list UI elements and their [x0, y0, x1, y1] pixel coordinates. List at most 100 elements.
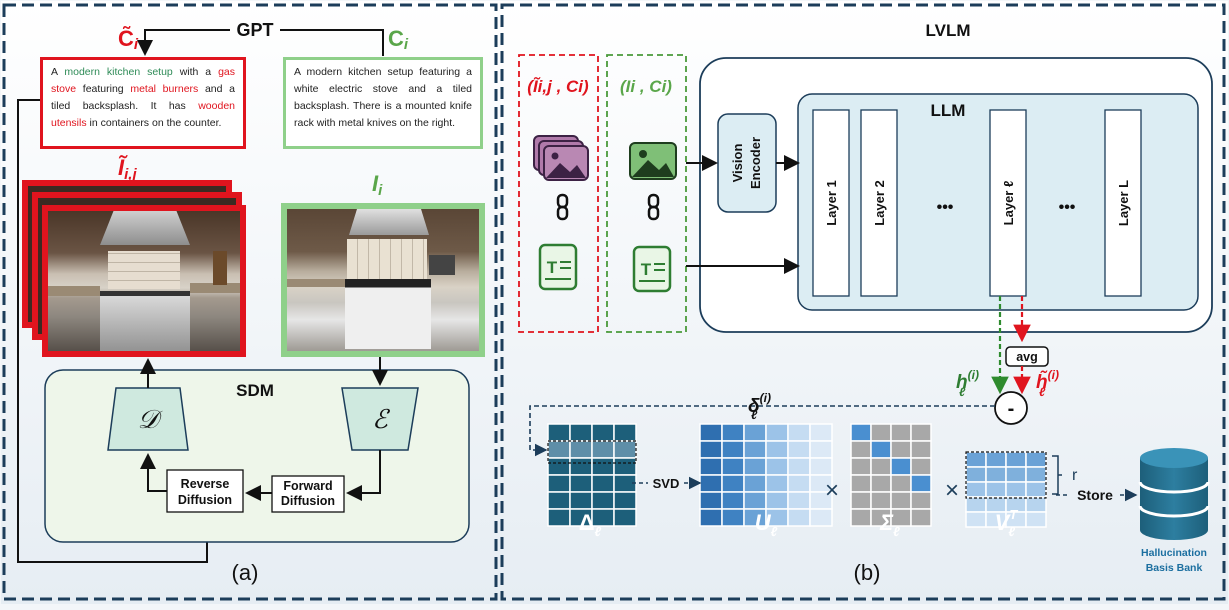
- delta-matrix-label: Δℓ: [579, 510, 602, 539]
- chain-link-icon: [647, 193, 660, 221]
- matrix-cell: [965, 511, 987, 528]
- delta-matrix: [547, 423, 637, 527]
- svg-text:T: T: [641, 260, 652, 279]
- c-label: Ci: [388, 26, 409, 53]
- vt-highlight-rows: [965, 451, 1047, 499]
- matrix-cell: [870, 457, 892, 476]
- matrix-cell: [1025, 496, 1047, 513]
- matrix-cell: [743, 457, 767, 476]
- matrix-cell: [591, 491, 615, 510]
- matrix-cell: [721, 440, 745, 459]
- u-matrix-label: Uℓ: [755, 510, 778, 539]
- matrix-cell: [787, 474, 811, 493]
- matrix-cell: [850, 440, 872, 459]
- subfig-b-label: (b): [854, 560, 881, 585]
- caption-edited-part: in containers on the counter.: [86, 117, 222, 129]
- matrix-cell: [910, 508, 932, 527]
- matrix-cell: [850, 508, 872, 527]
- matrix-cell: [1005, 451, 1027, 468]
- ellipsis-1: •••: [937, 199, 954, 216]
- gallery-stack-icon: [533, 135, 589, 181]
- matrix-cell: [1025, 481, 1047, 498]
- matrix-cell: [699, 491, 723, 510]
- matrix-cell: [850, 474, 872, 493]
- matrix-cell: [613, 423, 637, 442]
- svg-text:T: T: [547, 258, 558, 277]
- subtract-node: [994, 391, 1028, 425]
- matrix-cell: [721, 457, 745, 476]
- caption-edited-part: A: [51, 66, 65, 78]
- matrix-cell: [870, 440, 892, 459]
- matrix-cell: [809, 457, 833, 476]
- matrix-cell: [547, 508, 571, 527]
- matrix-cell: [809, 508, 833, 527]
- layer-l: [989, 109, 1027, 297]
- matrix-cell: [787, 491, 811, 510]
- matrix-cell: [569, 491, 593, 510]
- panel-a-border: [2, 3, 498, 601]
- matrix-cell: [613, 457, 637, 476]
- subtract-symbol: -: [1008, 398, 1015, 420]
- vision-encoder-l1: Vision: [730, 144, 745, 183]
- matrix-cell: [699, 474, 723, 493]
- matrix-cell: [910, 457, 932, 476]
- delta-label: δ(i)ℓ: [748, 391, 771, 422]
- matrix-cell: [699, 508, 723, 527]
- matrix-cell: [870, 491, 892, 510]
- matrix-cell: [765, 491, 789, 510]
- caption-edited-highlight: wooden utensils: [51, 100, 235, 129]
- times-1: ×: [825, 477, 839, 504]
- matrix-cell: [743, 474, 767, 493]
- matrix-cell: [743, 440, 767, 459]
- matrix-cell: [547, 440, 571, 459]
- matrix-cell: [569, 440, 593, 459]
- matrix-cell: [1025, 511, 1047, 528]
- avg-label: avg: [1016, 350, 1038, 364]
- text-document-icon: T: [538, 243, 578, 291]
- decoder-block: [107, 387, 189, 451]
- vision-encoder-l2: Encoder: [748, 137, 763, 189]
- matrix-cell: [965, 481, 987, 498]
- matrix-cell: [721, 508, 745, 527]
- img-orig-label: Ii: [372, 171, 383, 199]
- matrix-cell: [1025, 451, 1047, 468]
- matrix-cell: [547, 491, 571, 510]
- caption-edited-highlight: gas stove: [51, 66, 236, 95]
- matrix-cell: [910, 423, 932, 442]
- matrix-cell: [787, 440, 811, 459]
- matrix-cell: [890, 474, 912, 493]
- layer-last: [1104, 109, 1142, 297]
- matrix-cell: [569, 423, 593, 442]
- matrix-cell: [890, 440, 912, 459]
- matrix-cell: [591, 423, 615, 442]
- matrix-cell: [1025, 466, 1047, 483]
- matrix-cell: [787, 508, 811, 527]
- matrix-cell: [765, 474, 789, 493]
- matrix-cell: [765, 423, 789, 442]
- matrix-cell: [809, 423, 833, 442]
- gpt-label: GPT: [236, 20, 273, 40]
- vt-matrix: [965, 451, 1047, 528]
- bank-label-2: Basis Bank: [1146, 562, 1203, 574]
- matrix-cell: [965, 451, 987, 468]
- bank-label-1: Hallucination: [1141, 547, 1207, 559]
- r-label: r: [1072, 467, 1078, 484]
- matrix-cell: [699, 457, 723, 476]
- caption-original: A modern kitchen setup featuring a white…: [283, 57, 483, 149]
- edited-kitchen-image: [42, 205, 246, 357]
- matrix-cell: [910, 491, 932, 510]
- matrix-cell: [569, 457, 593, 476]
- caption-edited: A modern kitchen setup with a gas stove …: [40, 57, 246, 149]
- image-icon: [629, 142, 677, 180]
- matrix-cell: [850, 457, 872, 476]
- lvlm-label: LVLM: [925, 21, 970, 40]
- matrix-cell: [910, 474, 932, 493]
- forward-diffusion-box: [271, 475, 345, 513]
- layer-l-label: Layer ℓ: [1001, 181, 1016, 226]
- original-kitchen-image: [281, 203, 485, 357]
- layer-2: [860, 109, 898, 297]
- matrix-cell: [890, 457, 912, 476]
- matrix-cell: [985, 466, 1007, 483]
- matrix-cell: [787, 457, 811, 476]
